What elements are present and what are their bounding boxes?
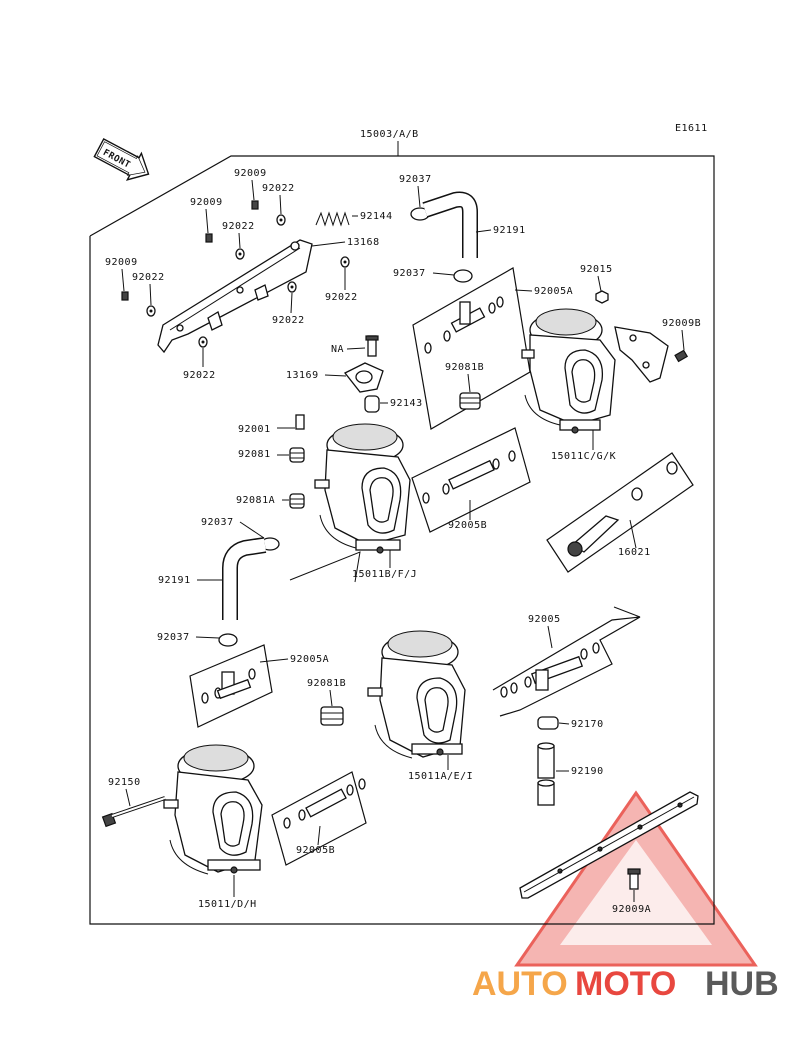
- callout-15003: 15003/A/B: [360, 129, 419, 140]
- holder-13169: [343, 362, 384, 393]
- clamp-92170: [537, 716, 559, 730]
- tube-92190: [537, 742, 555, 806]
- callout-92015: 92015: [580, 264, 613, 275]
- carburetor-15011C: [521, 308, 616, 434]
- callout-92190: 92190: [571, 766, 604, 777]
- callout-92022: 92022: [183, 370, 216, 381]
- spring-92081A: [289, 493, 305, 509]
- washer-92022: [235, 248, 245, 260]
- callout-92022: 92022: [272, 315, 305, 326]
- clamp-92037: [218, 633, 238, 647]
- washer-92022: [146, 305, 156, 317]
- callout-92144: 92144: [360, 211, 393, 222]
- washer-92022: [287, 281, 297, 293]
- hose-92191: [422, 191, 478, 258]
- callout-13168: 13168: [347, 237, 380, 248]
- watermark-brand: AUTO MOTO HUB: [472, 965, 779, 1003]
- washer-92022: [340, 256, 350, 268]
- callout-92143: 92143: [390, 398, 423, 409]
- callout-92009: 92009: [234, 168, 267, 179]
- carburetor-15011D: [163, 744, 263, 875]
- callout-92191: 92191: [158, 575, 191, 586]
- callout-15011C: 15011C/G/K: [551, 451, 616, 462]
- sensor-16021: [546, 452, 694, 573]
- spring-92081B: [320, 706, 344, 726]
- callout-92005B: 92005B: [448, 520, 487, 531]
- spring-92081B: [459, 392, 481, 410]
- bolt-92009A: [627, 868, 641, 890]
- bolt-92009: [205, 233, 213, 243]
- callout-92081A: 92081A: [236, 495, 275, 506]
- fuel-tee-group: [189, 644, 273, 728]
- carburetor-15011A: [367, 630, 466, 759]
- callout-NA: NA: [331, 344, 344, 355]
- washer-92022: [276, 214, 286, 226]
- callout-92022: 92022: [325, 292, 358, 303]
- fuel-pipe-92005B: [271, 771, 367, 866]
- clamp-92037: [453, 269, 473, 283]
- carburetor-15011B: [314, 423, 411, 554]
- callout-92009: 92009: [190, 197, 223, 208]
- callout-15011B: 15011B/F/J: [352, 569, 417, 580]
- watermark-part-hub: HUB: [705, 965, 779, 1003]
- callout-92150: 92150: [108, 777, 141, 788]
- screw-92150: [101, 796, 166, 828]
- mounting-bracket: [157, 239, 313, 354]
- callout-92001: 92001: [238, 424, 271, 435]
- callout-15011D: 15011/D/H: [198, 899, 257, 910]
- callout-92022: 92022: [262, 183, 295, 194]
- callout-92037: 92037: [201, 517, 234, 528]
- callout-92009A: 92009A: [612, 904, 651, 915]
- bolt-92009: [121, 291, 129, 301]
- front-arrow-icon: FRONT: [93, 138, 150, 181]
- bracket-92009B: [614, 326, 689, 383]
- spring-92081: [289, 447, 305, 463]
- callout-92081B: 92081B: [307, 678, 346, 689]
- callout-16021: 16021: [618, 547, 651, 558]
- callout-15011A: 15011A/E/I: [408, 771, 473, 782]
- callout-13169: 13169: [286, 370, 319, 381]
- bolt-92009: [251, 200, 259, 210]
- diagram-frame: [89, 155, 715, 925]
- nut-92015: [595, 290, 609, 304]
- diagram-code: E1611: [675, 123, 708, 134]
- callout-92037: 92037: [399, 174, 432, 185]
- fuel-tee-group: [412, 267, 531, 430]
- plunger-92143: [364, 395, 380, 413]
- callout-92170: 92170: [571, 719, 604, 730]
- screw-NA: [365, 335, 379, 357]
- callout-92009B: 92009B: [662, 318, 701, 329]
- callout-92022: 92022: [132, 272, 165, 283]
- callout-92005B: 92005B: [296, 845, 335, 856]
- watermark-part-moto: MOTO: [575, 965, 676, 1003]
- callout-92005: 92005: [528, 614, 561, 625]
- callout-92005A: 92005A: [290, 654, 329, 665]
- callout-92191: 92191: [493, 225, 526, 236]
- fuel-pipe-92005: [492, 606, 641, 717]
- callout-92022: 92022: [222, 221, 255, 232]
- callout-92005A: 92005A: [534, 286, 573, 297]
- callout-92037: 92037: [393, 268, 426, 279]
- callout-92037: 92037: [157, 632, 190, 643]
- callout-92009: 92009: [105, 257, 138, 268]
- callout-92081B: 92081B: [445, 362, 484, 373]
- washer-92022: [198, 336, 208, 348]
- spring-92144: [315, 211, 350, 227]
- fuel-pipe-92005B: [411, 427, 531, 533]
- screw-92001: [295, 414, 305, 430]
- long-bracket: [519, 791, 699, 899]
- watermark-part-auto: AUTO: [472, 965, 568, 1003]
- callout-92081: 92081: [238, 449, 271, 460]
- hose-92191: [222, 537, 267, 620]
